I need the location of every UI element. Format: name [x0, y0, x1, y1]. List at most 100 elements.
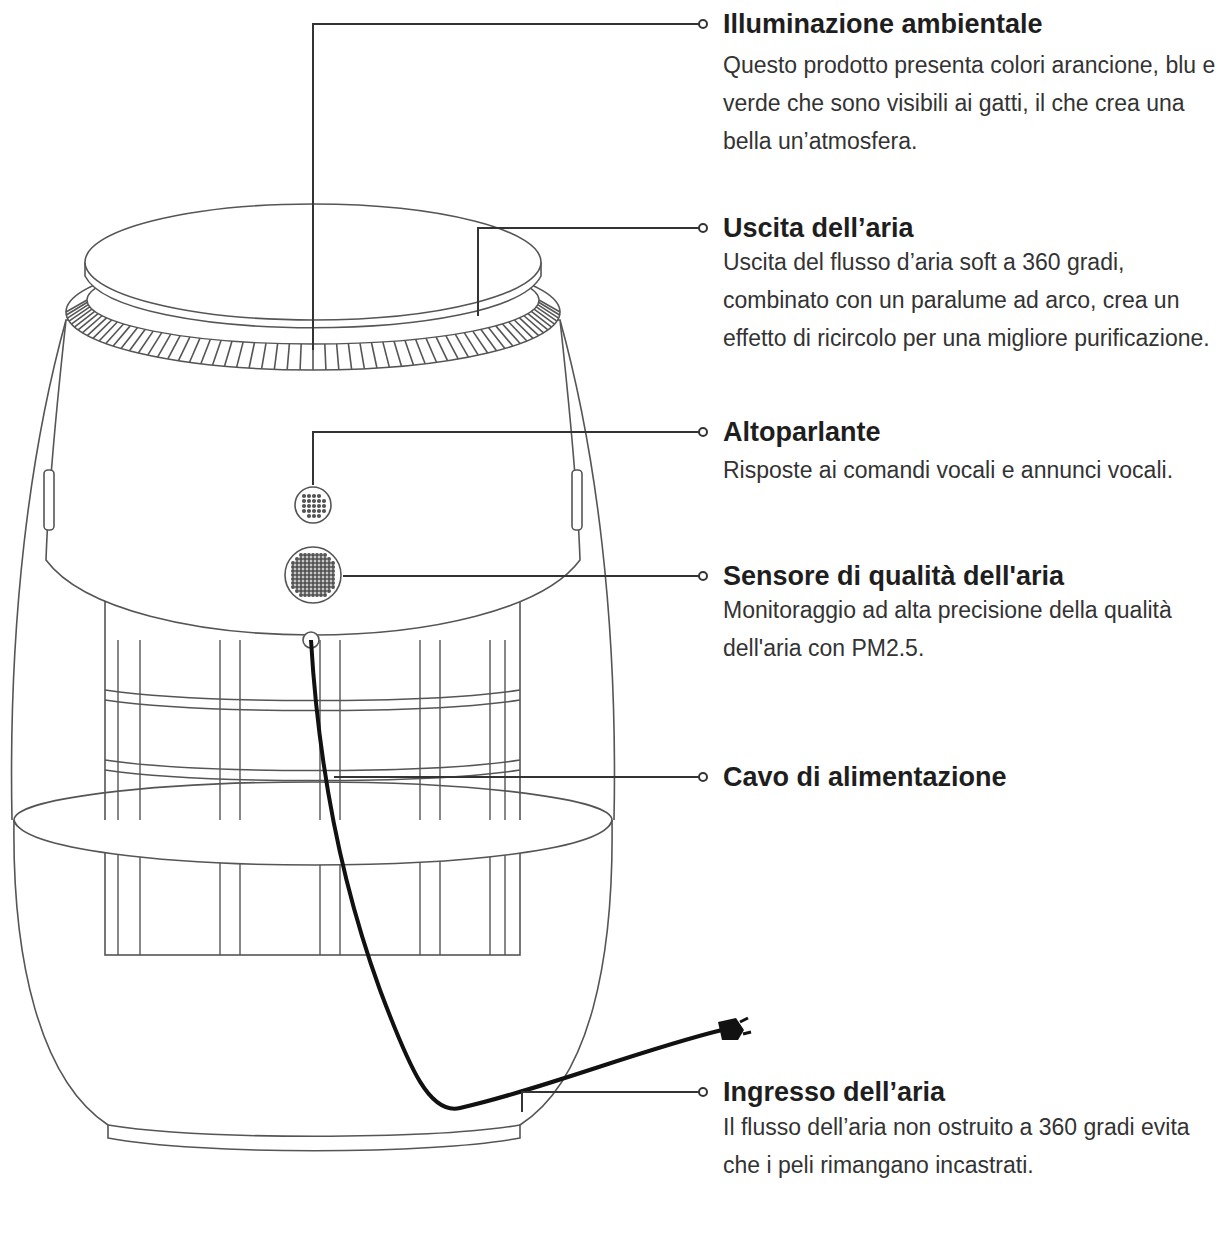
sensor-hole	[296, 566, 298, 568]
speaker-hole	[318, 495, 321, 498]
filter-grid	[105, 640, 520, 955]
sensor-hole	[304, 590, 306, 592]
sensor-hole	[304, 574, 306, 576]
speaker-hole	[308, 515, 311, 518]
sensor-hole	[296, 578, 298, 580]
sensor-hole	[300, 574, 302, 576]
grille-vane	[394, 341, 402, 366]
sensor-hole	[332, 582, 334, 584]
sensor-hole	[324, 562, 326, 564]
sensor-hole	[324, 570, 326, 572]
grille-vane	[405, 340, 414, 365]
filter-band	[105, 690, 520, 701]
grille-vane	[287, 344, 289, 370]
grille-vane	[539, 302, 560, 315]
grille-vane	[489, 328, 505, 349]
sensor-hole	[328, 566, 330, 568]
sensor-hole	[312, 578, 314, 580]
speaker-hole	[303, 500, 306, 503]
grille-vane	[113, 326, 130, 346]
sensor-hole	[308, 570, 310, 572]
grille-vane	[325, 344, 326, 370]
sensor-hole	[312, 562, 314, 564]
sensor-hole	[320, 594, 322, 596]
part-description: Monitoraggio ad alta precisione della qu…	[723, 591, 1228, 667]
sensor-hole	[332, 566, 334, 568]
grille-vane	[337, 344, 339, 370]
part-name: Cavo di alimentazione	[723, 760, 1007, 794]
sensor-hole	[312, 558, 314, 560]
side-clip	[44, 470, 54, 530]
plug-pin	[740, 1018, 748, 1022]
sensor-hole	[300, 590, 302, 592]
sensor-hole	[320, 566, 322, 568]
sensor-hole	[324, 594, 326, 596]
leader-line	[334, 776, 700, 778]
grille-vane	[190, 338, 201, 362]
sensor-hole	[320, 574, 322, 576]
grille-vane	[383, 342, 389, 367]
sensor-hole	[324, 554, 326, 556]
sensor-hole	[312, 594, 314, 596]
sensor-hole	[304, 586, 306, 588]
sensor-hole	[332, 562, 334, 564]
sensor-hole	[292, 578, 294, 580]
grille-vane	[106, 324, 124, 344]
part-name: Sensore di qualità dell'aria	[723, 559, 1064, 593]
sensor-hole	[316, 562, 318, 564]
grille-vane	[213, 340, 222, 365]
filter-rib	[419, 640, 420, 955]
sensor-hole	[308, 562, 310, 564]
sensor-hole	[320, 590, 322, 592]
sensor-hole	[316, 594, 318, 596]
leader-dot	[699, 224, 707, 232]
grille-vane	[66, 300, 87, 312]
leader-dot	[699, 428, 707, 436]
sensor-hole	[304, 582, 306, 584]
sensor-hole	[312, 570, 314, 572]
sensor-hole	[316, 566, 318, 568]
sensor-hole	[328, 570, 330, 572]
part-name: Illuminazione ambientale	[723, 7, 1043, 41]
sensor-hole	[292, 574, 294, 576]
sensor-hole	[320, 558, 322, 560]
speaker-hole	[318, 505, 321, 508]
speaker-hole	[313, 510, 316, 513]
power-cable	[311, 640, 722, 1109]
filter-rib	[489, 640, 490, 955]
sensor-hole	[308, 582, 310, 584]
speaker-hole	[313, 515, 316, 518]
sensor-hole	[308, 578, 310, 580]
speaker-hole	[308, 495, 311, 498]
sensor-hole	[316, 554, 318, 556]
speaker-hole	[313, 505, 316, 508]
filter-rib	[139, 640, 140, 955]
sensor-hole	[304, 570, 306, 572]
sensor-hole	[328, 562, 330, 564]
filter-band	[105, 700, 520, 711]
grille-vane	[168, 336, 180, 359]
part-description: Risposte ai comandi vocali e annunci voc…	[723, 451, 1228, 489]
leader-dot	[699, 20, 707, 28]
sensor-hole	[324, 578, 326, 580]
sensor-hole	[296, 570, 298, 572]
speaker-hole	[323, 500, 326, 503]
speaker-hole	[308, 510, 311, 513]
sensor-hole	[332, 578, 334, 580]
sensor-hole	[316, 574, 318, 576]
sensor-hole	[312, 566, 314, 568]
sensor-hole	[292, 570, 294, 572]
leader-line	[522, 1092, 700, 1112]
sensor-hole	[296, 590, 298, 592]
sensor-hole	[308, 590, 310, 592]
sensor-hole	[332, 570, 334, 572]
sensor-hole	[308, 586, 310, 588]
sensor-hole	[312, 586, 314, 588]
sensor-hole	[316, 570, 318, 572]
sensor-hole	[292, 586, 294, 588]
sensor-hole	[328, 558, 330, 560]
leader-line	[343, 575, 700, 577]
grille-vane	[99, 322, 117, 341]
grille-vane	[66, 302, 87, 315]
grille-vane	[249, 343, 254, 369]
